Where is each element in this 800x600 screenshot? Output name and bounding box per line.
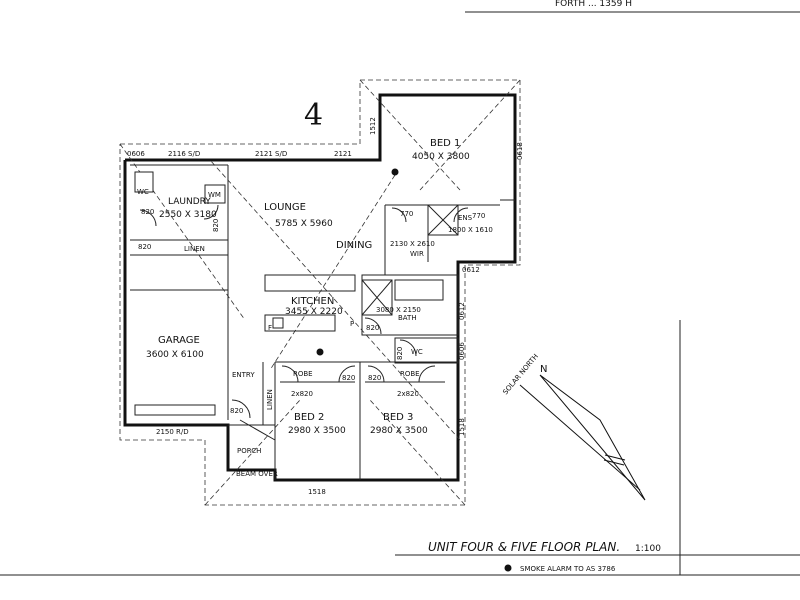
garage-size: 3600 X 6100	[146, 350, 204, 360]
dim-0618: 0618	[516, 142, 524, 160]
bed3-label: BED 3	[383, 412, 413, 423]
dining-label: DINING	[336, 240, 372, 251]
wir-label: WIR	[410, 250, 424, 258]
dim-0606a: 0606	[127, 150, 145, 158]
beamover-label: BEAM OVER	[236, 470, 278, 478]
ens-label: ENS	[458, 214, 473, 222]
robe3-size: 2x820	[397, 390, 419, 398]
ens-size: 1800 X 1610	[448, 226, 493, 234]
linen-label-b: LINEN	[266, 389, 274, 410]
unit-number: 4	[304, 98, 323, 133]
laundry-size: 2550 X 3180	[159, 210, 217, 220]
smoke-alarm-icon	[504, 564, 512, 572]
dim-2116: 2116 S/D	[168, 150, 200, 158]
wall-ticks	[239, 199, 515, 441]
internal-walls	[130, 164, 500, 480]
wc1-label: WC	[137, 188, 149, 196]
bed3-size: 2980 X 3500	[370, 426, 428, 436]
solar-north-arrow	[519, 374, 646, 501]
dim-820e: 820	[396, 347, 404, 360]
porch-label: PORCH	[237, 447, 261, 455]
dim-1518a: 1518	[458, 418, 466, 436]
dim-820b: 820	[212, 219, 220, 232]
dim-0612a: 0612	[462, 266, 480, 274]
robe2-label: ROBE	[293, 370, 313, 378]
robe3-label: ROBE	[400, 370, 420, 378]
solar-north-label: SOLAR NORTH	[501, 352, 540, 396]
dim-0612b: 0612	[458, 302, 466, 320]
top-fragment: FORTH ... 1359 H	[555, 0, 632, 9]
bed2-label: BED 2	[294, 412, 324, 423]
legend-text: SMOKE ALARM TO AS 3786	[520, 565, 616, 573]
dim-820f: 820	[342, 374, 355, 382]
lounge-size: 5785 X 5960	[275, 219, 333, 229]
plan-scale: 1:100	[635, 544, 661, 554]
wc2-label: WC	[411, 348, 423, 356]
dim-820a: 820	[141, 208, 154, 216]
fridge-label: F	[268, 324, 272, 332]
kitchen-label: KITCHEN	[291, 296, 334, 307]
bath-size: 3080 X 2150	[376, 306, 421, 314]
north-letter: N	[540, 364, 547, 375]
garage-label: GARAGE	[158, 335, 200, 346]
kitchen-size: 3455 X 2220	[285, 307, 343, 317]
entry-label: ENTRY	[232, 371, 255, 379]
dim-820h: 820	[230, 407, 243, 415]
bed1-size: 4050 X 3800	[412, 152, 470, 162]
wir-size: 2130 X 2610	[390, 240, 435, 248]
pantry-label: P	[350, 320, 354, 328]
linen-label-a: LINEN	[184, 245, 205, 253]
lounge-label: LOUNGE	[264, 202, 306, 213]
dim-0606b: 0606	[458, 342, 466, 360]
dim-820g: 820	[368, 374, 381, 382]
dim-820d: 820	[366, 324, 379, 332]
bed1-label: BED 1	[430, 138, 460, 149]
robe2-size: 2x820	[291, 390, 313, 398]
dim-820c: 820	[138, 243, 151, 251]
dim-1518b: 1518	[308, 488, 326, 496]
laundry-label: LAUNDRY	[168, 197, 211, 207]
dim-2150: 2150 R/D	[156, 428, 189, 436]
dim-1512: 1512	[369, 117, 377, 135]
dim-770a: 770	[400, 210, 413, 218]
dim-2121sd: 2121 S/D	[255, 150, 287, 158]
plan-title: UNIT FOUR & FIVE FLOOR PLAN.	[428, 540, 620, 554]
dim-770b: 770	[472, 212, 485, 220]
smoke-alarms	[316, 168, 399, 356]
roof-outline	[119, 79, 521, 506]
bed2-size: 2980 X 3500	[288, 426, 346, 436]
bath-label: BATH	[398, 314, 417, 322]
door-swings	[139, 204, 469, 419]
wm-label: WM	[208, 191, 221, 199]
dim-2121: 2121	[334, 150, 352, 158]
